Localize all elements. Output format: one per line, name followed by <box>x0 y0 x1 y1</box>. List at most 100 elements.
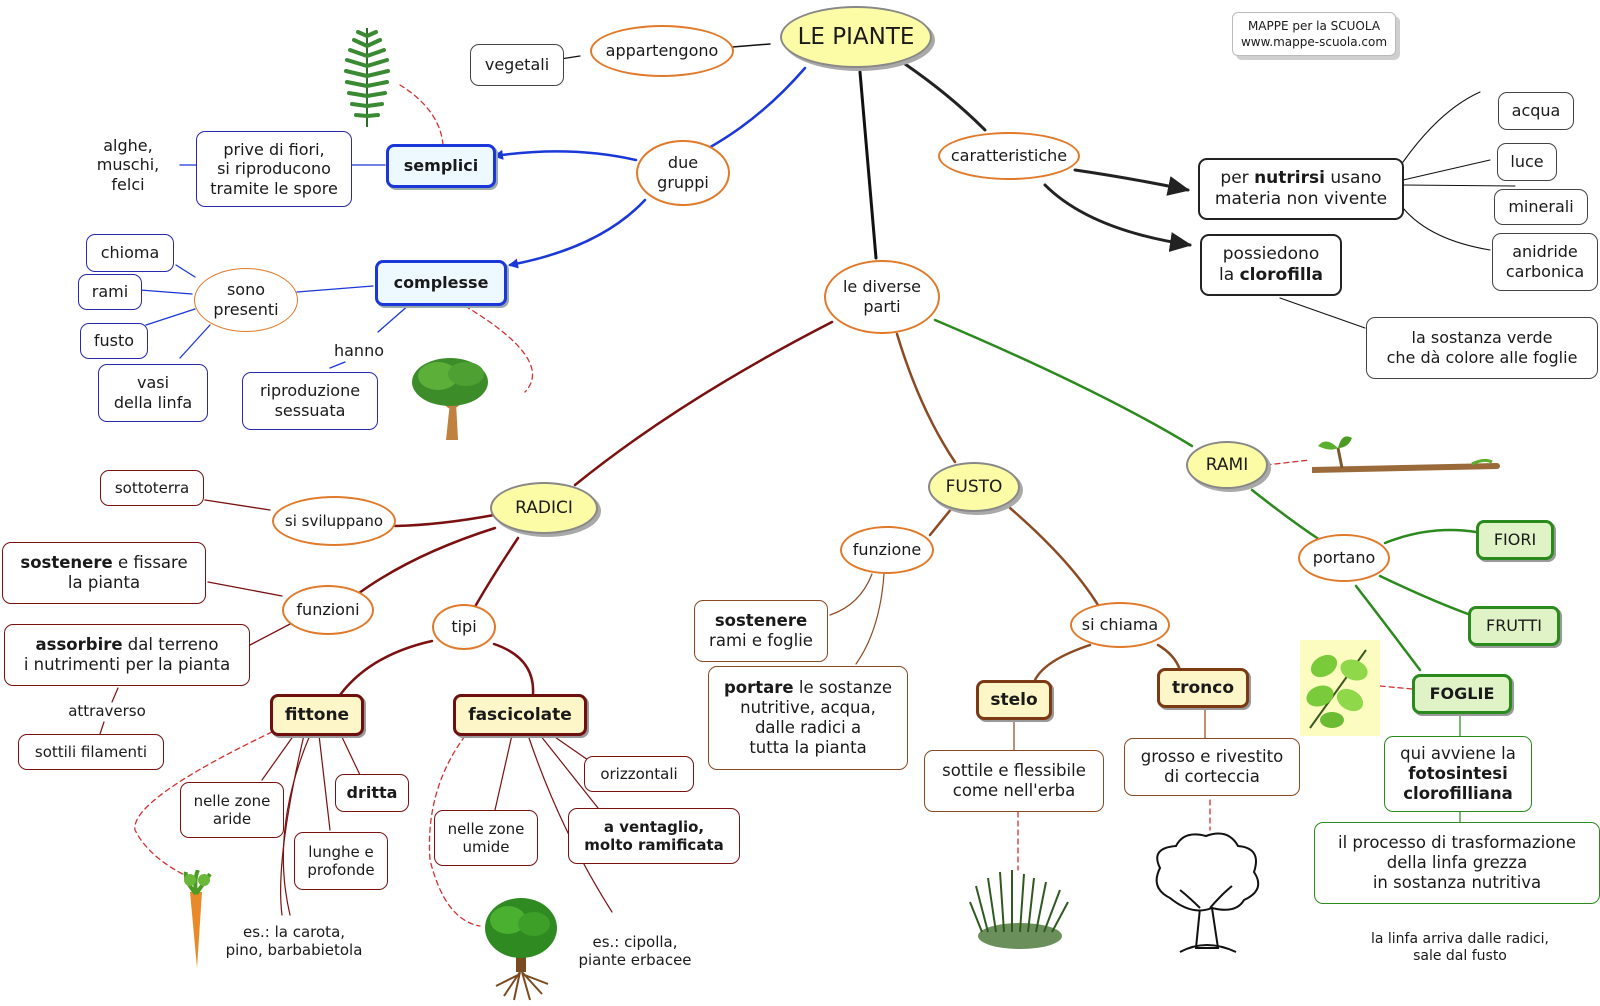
link-rami-portano <box>1250 488 1322 542</box>
label-sottile-2: come nell'erba <box>952 781 1076 800</box>
link-assorbire-attraverso <box>111 687 119 703</box>
link-funzioni-sostenere <box>207 581 283 597</box>
node-rami-blue: rami <box>78 274 142 310</box>
link-nutrirsi-minerali <box>1402 184 1516 187</box>
node-sottoterra: sottoterra <box>100 470 204 506</box>
label-luce: luce <box>1510 152 1544 172</box>
link-tipi-fittone <box>338 639 434 697</box>
label-orizzontali: orizzontali <box>600 764 678 783</box>
link-nutrirsi-luce <box>1402 159 1491 181</box>
label-minerali: minerali <box>1508 197 1574 217</box>
node-luce: luce <box>1497 143 1557 181</box>
node-fusto: FUSTO <box>928 462 1020 512</box>
label-frutti: FRUTTI <box>1485 616 1542 636</box>
node-dritta: dritta <box>335 774 409 812</box>
sostenere-post: e fissare <box>112 552 188 572</box>
dashed-twig <box>1265 459 1311 466</box>
label-linfa-1: la linfa arriva dalle radici, <box>1370 930 1550 947</box>
sostenere-line2: la pianta <box>67 573 141 592</box>
title-node: LE PIANTE <box>780 6 932 68</box>
nutrirsi-line2: materia non vivente <box>1214 189 1388 209</box>
node-linfa: la linfa arriva dalle radici, sale dal f… <box>1362 928 1558 968</box>
node-si-chiama: si chiama <box>1070 602 1170 648</box>
assorbire-post: dal terreno <box>122 634 219 654</box>
dashed-carrot <box>134 731 273 881</box>
label-foglie: FOGLIE <box>1429 684 1495 704</box>
node-zone-aride: nelle zone aride <box>180 782 284 838</box>
label-anidride: anidride <box>1512 242 1578 262</box>
sostenere-fissare-line1: sostenere e fissare <box>20 553 187 573</box>
link-fusto-funzione <box>928 506 954 537</box>
node-sostanza-verde: la sostanza verde che dà colore alle fog… <box>1366 317 1598 379</box>
link-funzioni-assorbire <box>249 622 293 646</box>
node-radici: RADICI <box>490 482 598 534</box>
node-es-carota: es.: la carota, pino, barbabietola <box>218 920 370 962</box>
link-fittone-es2 <box>280 734 305 916</box>
link-nutrirsi-anidride <box>1402 207 1491 251</box>
node-portano: portano <box>1298 534 1390 582</box>
label-fusto-node: FUSTO <box>945 476 1003 497</box>
link-caratteristiche-clorofilla <box>1043 183 1192 252</box>
label-filamenti: sottili filamenti <box>34 742 148 761</box>
dashed-roottree <box>428 735 481 927</box>
portare-line1: portare le sostanze <box>724 678 892 698</box>
node-anidride: anidride carbonica <box>1492 233 1598 291</box>
label-portano: portano <box>1312 548 1376 568</box>
node-rami: RAMI <box>1186 441 1268 489</box>
node-filamenti: sottili filamenti <box>18 734 164 770</box>
label-zone-umide-1: nelle zone <box>447 819 525 838</box>
link-funzione-portare <box>855 573 885 665</box>
label-sottoterra: sottoterra <box>114 478 190 497</box>
watermark-box: MAPPE per la SCUOLA www.mappe-scuola.com <box>1232 12 1396 56</box>
node-semplici: semplici <box>386 144 496 188</box>
node-es-cipolla: es.: cipolla, piante erbacee <box>568 930 702 972</box>
link-complesse-hanno <box>377 303 411 333</box>
node-orizzontali: orizzontali <box>584 756 694 792</box>
oak-illustration <box>1155 832 1260 953</box>
node-complesse: complesse <box>375 260 507 306</box>
label-lunghe-2: profonde <box>307 861 375 879</box>
label-ventaglio-2: molto ramificata <box>584 836 724 854</box>
node-tronco: tronco <box>1157 668 1249 708</box>
link-fascicolate-es <box>527 734 613 913</box>
node-sono-presenti: sono presenti <box>194 268 298 332</box>
label-prive-1: prive di fiori, <box>223 139 325 159</box>
portare-post: le sostanze <box>793 677 892 697</box>
label-carbonica: carbonica <box>1505 262 1585 281</box>
label-tronco: tronco <box>1171 677 1235 698</box>
label-dritta: dritta <box>346 783 398 803</box>
node-frutti: FRUTTI <box>1468 606 1560 646</box>
label-riproduzione: riproduzione <box>259 381 361 401</box>
node-grosso: grosso e rivestito di corteccia <box>1124 738 1300 796</box>
link-portano-foglie <box>1354 584 1422 672</box>
node-attraverso: attraverso <box>58 700 156 722</box>
dashed-leaf <box>1379 685 1413 690</box>
label-prive-3: tramite le spore <box>210 178 338 198</box>
fotosintesi-bold2: clorofilliana <box>1403 784 1513 804</box>
link-sisviluppano-sottoterra <box>204 499 271 511</box>
label-tipi: tipi <box>451 617 477 637</box>
watermark-line2: www.mappe-scuola.com <box>1240 35 1388 49</box>
label-lunghe-1: lunghe e <box>308 842 374 861</box>
link-fittone-dritta <box>340 734 361 776</box>
label-parti: parti <box>863 297 901 316</box>
clorofilla-line2: la clorofilla <box>1219 265 1323 286</box>
link-clorofilla-sostanza <box>1279 297 1366 329</box>
link-sono-vasi <box>179 324 211 359</box>
label-linfa-2: sale dal fusto <box>1413 948 1507 964</box>
link-sichiama-tronco <box>1156 643 1182 672</box>
node-diverse-parti: le diverse parti <box>824 260 940 334</box>
link-radici-tipi <box>470 536 520 614</box>
node-minerali: minerali <box>1494 189 1588 225</box>
title-label: LE PIANTE <box>797 23 915 50</box>
label-sostanza-1: la sostanza verde <box>1411 328 1553 348</box>
label-funzione: funzione <box>852 540 922 560</box>
label-ventaglio-1: a ventaglio, <box>603 817 705 836</box>
label-acqua: acqua <box>1511 101 1561 121</box>
label-stelo: stelo <box>990 689 1038 710</box>
label-es-carota-1: es.: la carota, <box>242 922 346 941</box>
link-portano-frutti <box>1378 574 1470 616</box>
dashed-fern <box>399 84 444 146</box>
sostenere-rami-line2: rami e foglie <box>709 631 813 650</box>
link-fascicolate-umide <box>494 734 513 811</box>
